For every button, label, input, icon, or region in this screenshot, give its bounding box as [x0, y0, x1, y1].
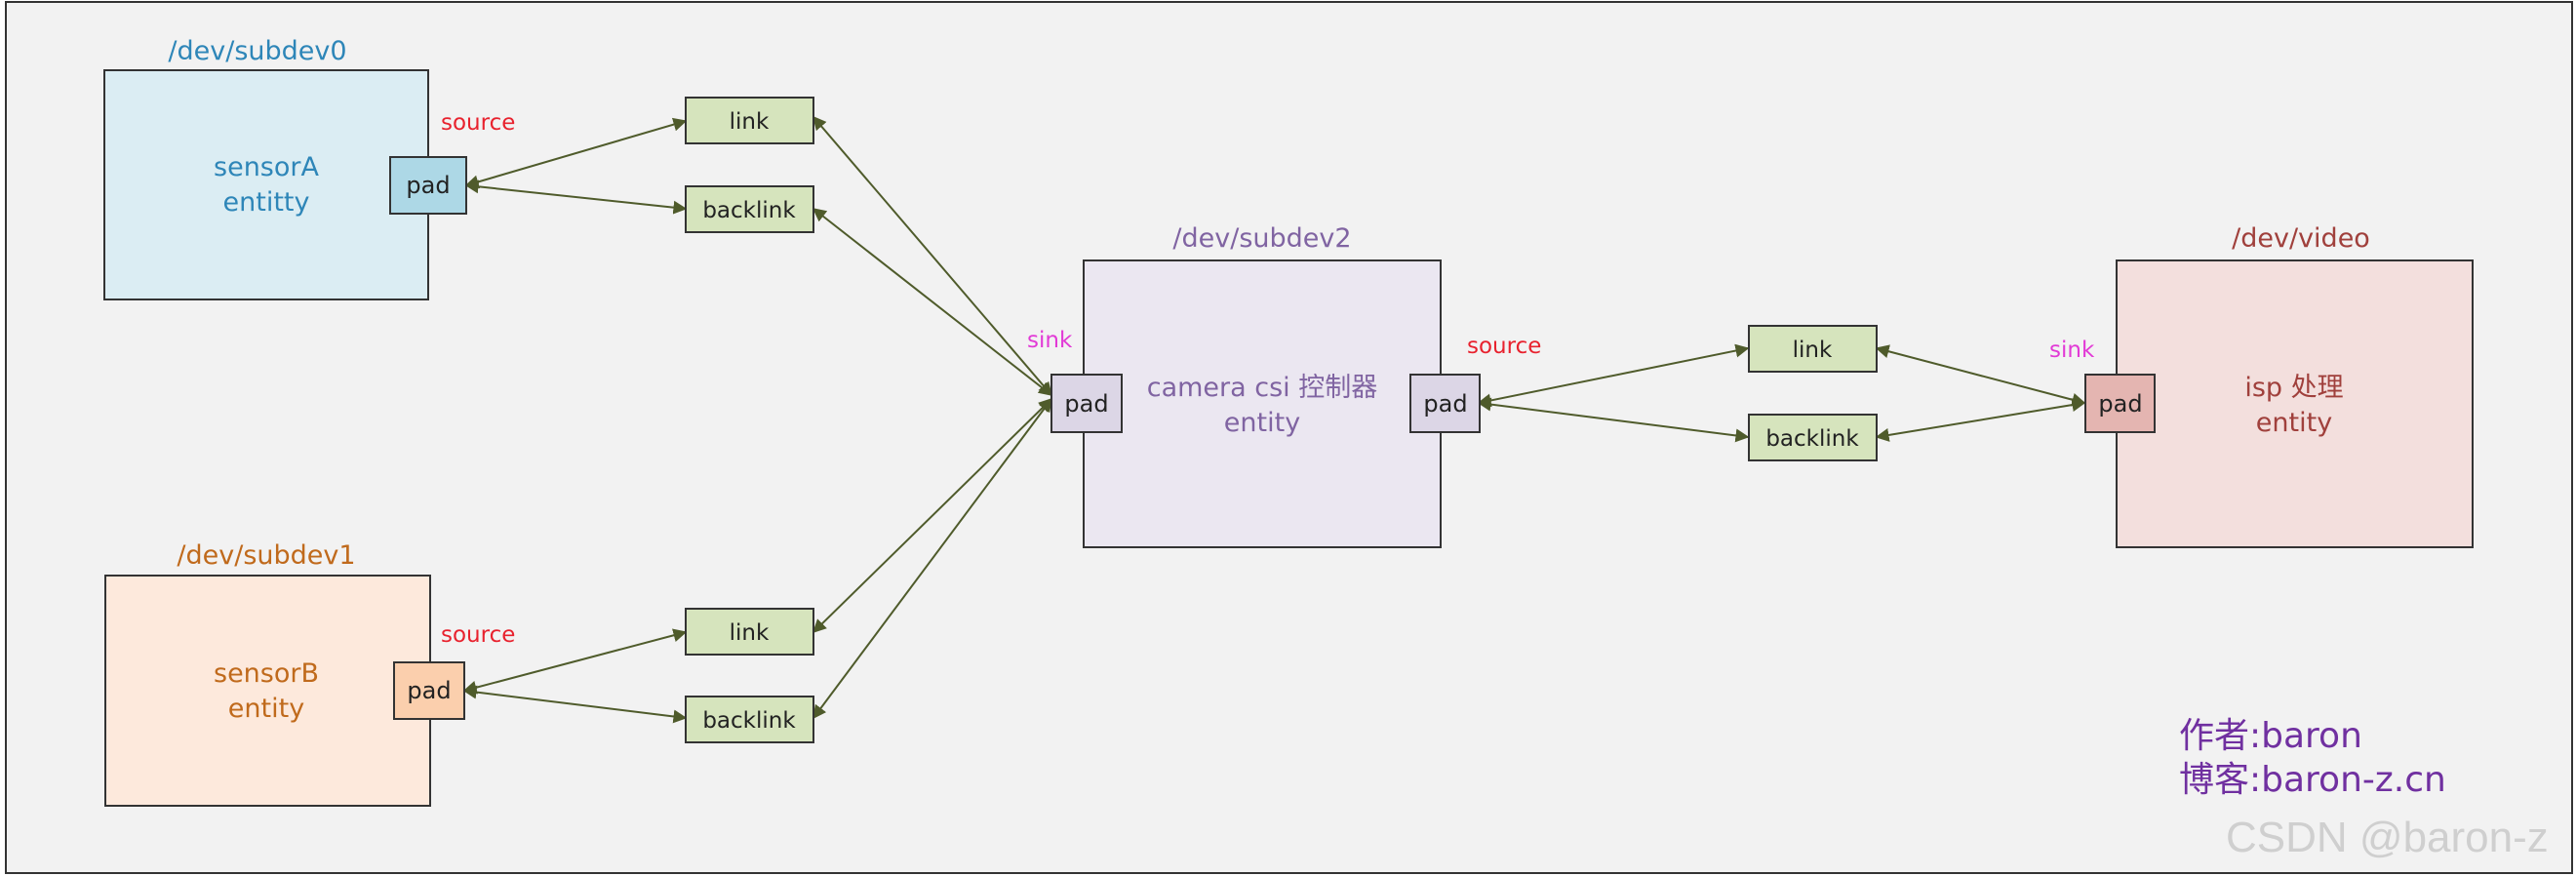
- sensorA-pad-label: pad: [406, 172, 450, 199]
- backlink-box: [685, 696, 814, 743]
- sensorA-name: sensorA: [214, 152, 319, 182]
- csi-entity: /dev/subdev2 camera csi 控制器 entity pad s…: [1027, 223, 1541, 548]
- sensorB-source-pad: [393, 661, 465, 720]
- csi-name: camera csi 控制器: [1147, 373, 1378, 403]
- arrow-isp-pad-to-c-backlink: [1875, 398, 2086, 442]
- sensorB-entity: /dev/subdev1 sensorB entity pad source: [104, 540, 515, 807]
- isp-box: [2116, 259, 2474, 548]
- sensorA-box: [103, 69, 429, 300]
- sensorA-entity-label: entitty: [223, 187, 310, 218]
- link-box: [685, 608, 814, 656]
- arrow-csi-sink-to-a-backlink: [812, 208, 1053, 396]
- isp-entity-label: entity: [2256, 408, 2332, 438]
- csi-dev-path: /dev/subdev2: [1172, 223, 1351, 254]
- arrow-isp-pad-to-c-link: [1875, 344, 2086, 407]
- backlink-label: backlink: [702, 198, 796, 223]
- csi-source-pad-label: pad: [1423, 390, 1467, 418]
- arrow-sensorB-pad-to-backlink: [462, 685, 688, 724]
- backlink-label: backlink: [702, 708, 796, 734]
- arrow-sensorB-pad-to-link: [462, 628, 688, 695]
- sensorA-entity: /dev/subdev0 sensorA entitty pad source: [103, 36, 515, 300]
- arrow-sensorA-pad-to-backlink: [464, 179, 688, 215]
- link-label: link: [730, 109, 770, 135]
- csi-source-pad: [1409, 374, 1481, 433]
- link-box: [685, 97, 814, 144]
- sensorB-name: sensorB: [214, 658, 319, 689]
- link-box: [1748, 325, 1878, 373]
- sensorA-dev-path: /dev/subdev0: [168, 36, 346, 66]
- csi-entity-label: entity: [1224, 408, 1300, 438]
- isp-sink-pad: [2084, 374, 2156, 433]
- csi-box: [1083, 259, 1442, 548]
- backlink-box: [1748, 414, 1878, 461]
- arrow-csi-sink-to-b-backlink: [812, 397, 1052, 720]
- blog-line: 博客:baron-z.cn: [2179, 760, 2446, 800]
- csi-sink-label: sink: [1027, 328, 1073, 353]
- sensorB-entity-label: entity: [228, 694, 304, 724]
- csi-sink-pad: [1050, 374, 1123, 433]
- sensorA-source-label: source: [441, 110, 515, 136]
- isp-pad-label: pad: [2098, 390, 2142, 418]
- isp-entity: /dev/video isp 处理 entity pad sink: [2049, 223, 2474, 548]
- sensorB-dev-path: /dev/subdev1: [177, 540, 355, 571]
- arrow-sensorA-pad-to-link: [464, 117, 688, 189]
- link-label: link: [730, 620, 770, 646]
- backlink-label: backlink: [1765, 426, 1859, 452]
- isp-dev-path: /dev/video: [2232, 223, 2370, 254]
- csi-links: link backlink: [1748, 325, 1878, 461]
- sensorB-source-label: source: [441, 622, 515, 648]
- sensorB-box: [104, 575, 431, 807]
- author-info: 作者:baron 博客:baron-z.cn: [2179, 716, 2446, 800]
- backlink-box: [685, 185, 814, 233]
- sensorA-links: link backlink: [685, 97, 814, 233]
- csi-source-label: source: [1467, 334, 1541, 359]
- isp-sink-label: sink: [2049, 338, 2095, 363]
- link-label: link: [1793, 338, 1833, 363]
- author-line: 作者:baron: [2179, 716, 2362, 756]
- csi-sink-pad-label: pad: [1064, 390, 1108, 418]
- csdn-watermark: CSDN @baron-z: [2226, 814, 2549, 861]
- arrow-csi-source-to-c-backlink: [1477, 397, 1750, 443]
- sensorB-links: link backlink: [685, 608, 814, 743]
- sensorB-pad-label: pad: [407, 677, 451, 704]
- connection-arrows: [462, 115, 2086, 724]
- isp-name: isp 处理: [2244, 373, 2343, 403]
- arrow-csi-source-to-c-link: [1477, 343, 1750, 408]
- sensorA-source-pad: [389, 156, 467, 215]
